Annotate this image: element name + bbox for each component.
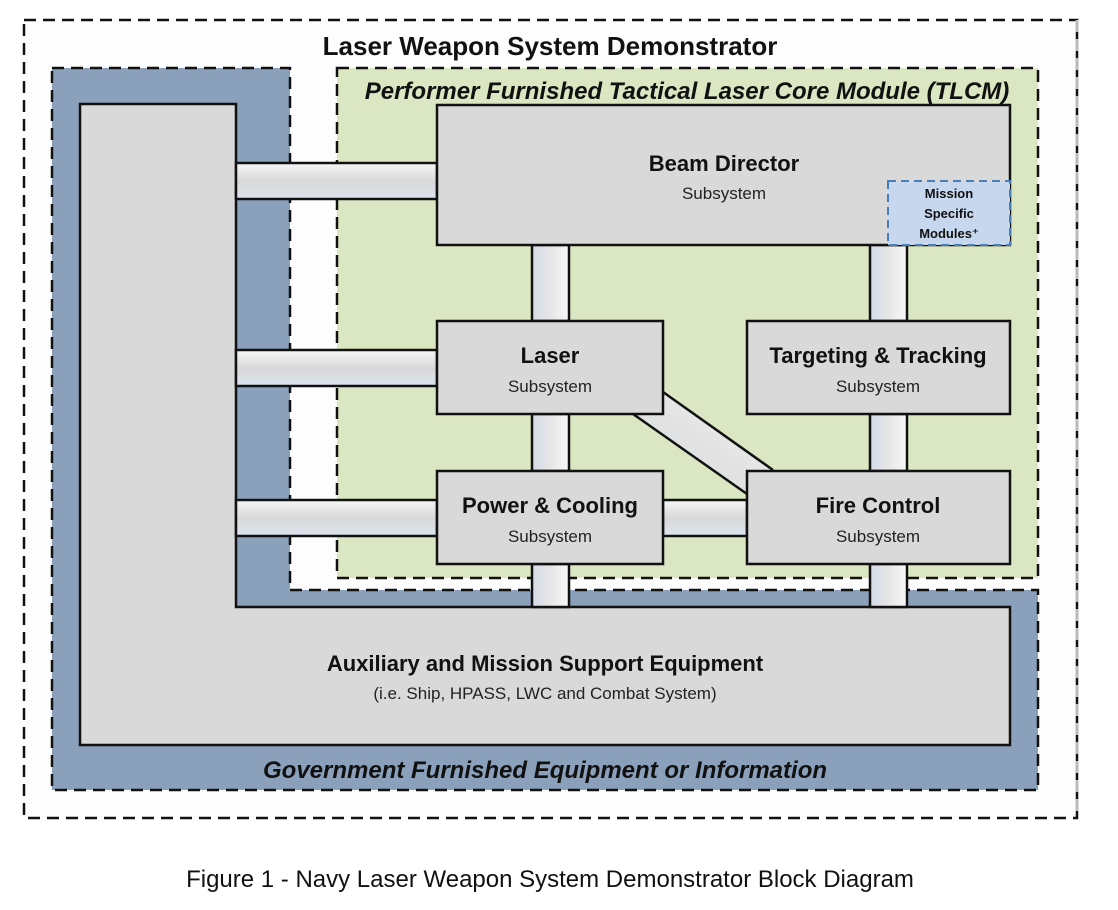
power-cooling-subtitle: Subsystem xyxy=(508,527,592,546)
mission-modules-line3: Modules⁺ xyxy=(919,226,979,241)
beam-director-title: Beam Director xyxy=(649,151,800,176)
laser-box xyxy=(435,319,665,416)
pipe-laser-power xyxy=(530,412,571,473)
mission-modules-line1: Mission xyxy=(925,186,973,201)
targeting-tracking-title: Targeting & Tracking xyxy=(769,343,986,368)
pipe-beam-targeting xyxy=(868,243,909,323)
pipe-beam-laser xyxy=(530,243,571,323)
fire-control-title: Fire Control xyxy=(816,493,941,518)
pipe-targeting-fire xyxy=(868,412,909,473)
targeting-tracking-box xyxy=(745,319,1012,416)
mission-modules-box xyxy=(887,180,1011,246)
figure-caption: Figure 1 - Navy Laser Weapon System Demo… xyxy=(186,866,914,893)
pipe-fire-aux xyxy=(868,562,909,609)
beam-director-subtitle: Subsystem xyxy=(682,184,766,203)
pipe-aux-laser xyxy=(234,348,439,388)
tlcm-label: Performer Furnished Tactical Laser Core … xyxy=(365,78,1010,105)
pipe-power-aux xyxy=(530,562,571,609)
laser-subtitle: Subsystem xyxy=(508,377,592,396)
pipe-aux-beam-director xyxy=(234,161,439,201)
system-title: Laser Weapon System Demonstrator xyxy=(323,31,778,61)
fire-control-box xyxy=(745,469,1012,566)
pipe-laser-fire xyxy=(633,392,773,494)
aux-equipment-subtitle: (i.e. Ship, HPASS, LWC and Combat System… xyxy=(373,684,716,703)
mission-modules-line2: Specific xyxy=(924,206,974,221)
aux-equipment-title: Auxiliary and Mission Support Equipment xyxy=(327,651,764,676)
fire-control-subtitle: Subsystem xyxy=(836,527,920,546)
laser-title: Laser xyxy=(521,343,580,368)
targeting-tracking-subtitle: Subsystem xyxy=(836,377,920,396)
pipe-power-fire xyxy=(661,498,749,538)
gov-label: Government Furnished Equipment or Inform… xyxy=(263,757,827,784)
power-cooling-title: Power & Cooling xyxy=(462,493,638,518)
pipe-aux-power xyxy=(234,498,439,538)
power-cooling-box xyxy=(435,469,665,566)
aux-equipment-box xyxy=(78,102,1012,747)
